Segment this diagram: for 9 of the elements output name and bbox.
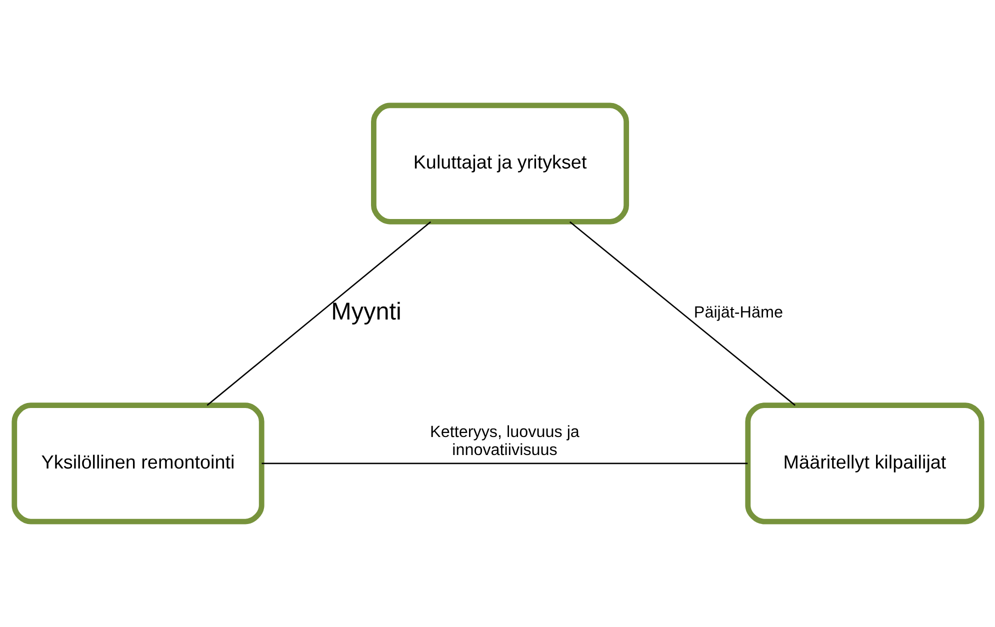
node-box: Yksilöllinen remontointi: [11, 402, 264, 524]
node-box: Kuluttajat ja yritykset: [370, 102, 629, 224]
connector: [261, 462, 748, 464]
edge-label: Ketteryys, luovuus ja innovatiivisuus: [430, 423, 579, 459]
connector: [206, 221, 431, 406]
connector: [569, 221, 796, 406]
edge-label: Myynti: [330, 298, 401, 326]
edge-label: Päijät-Häme: [693, 304, 782, 322]
node-box: Määritellyt kilpailijat: [744, 402, 984, 524]
